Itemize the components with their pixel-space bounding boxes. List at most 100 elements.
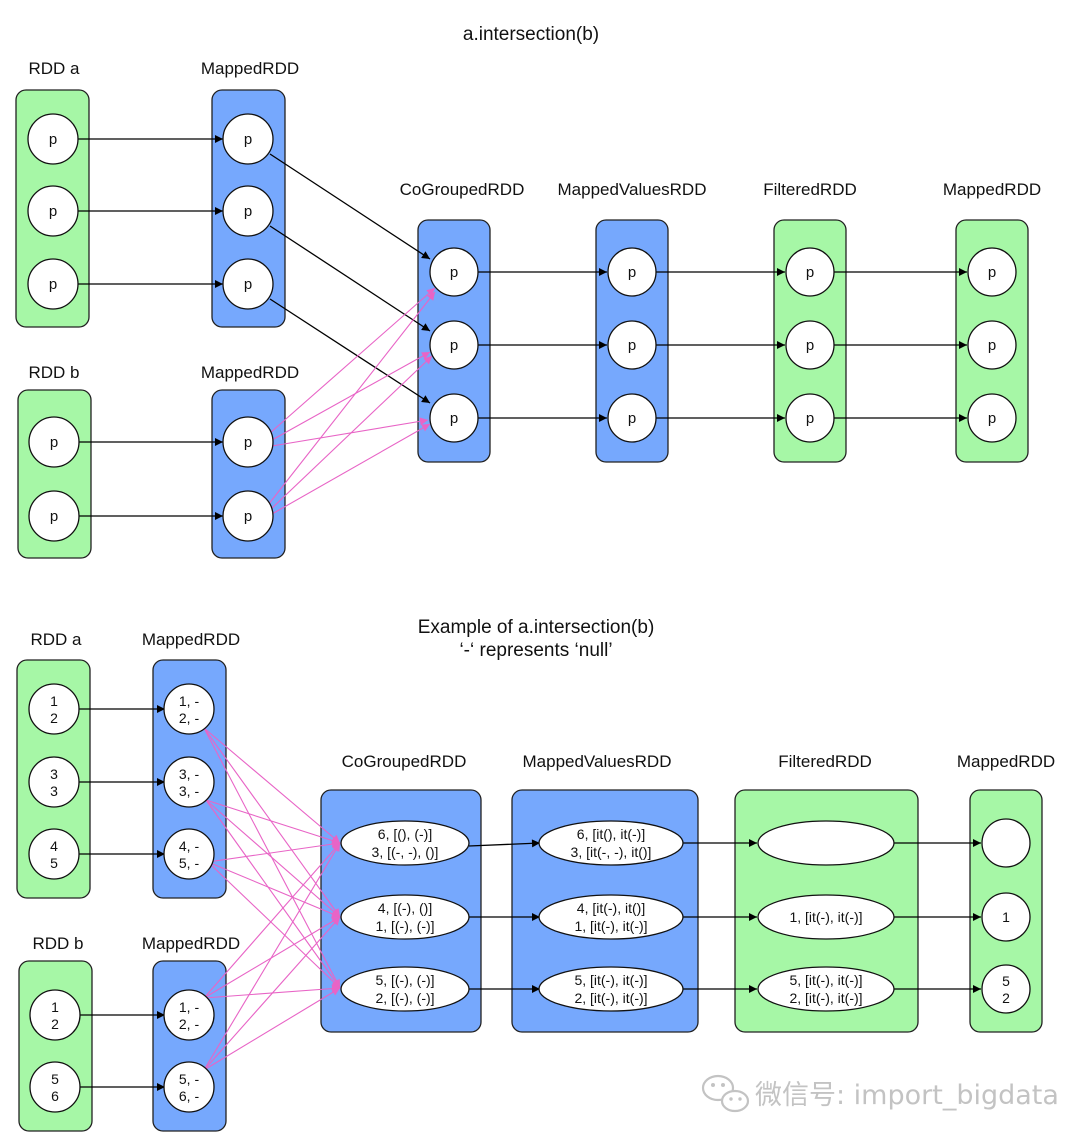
partition-value: 1, [it(-), it(-)] [574, 918, 647, 934]
partition-label: p [628, 264, 636, 281]
partition-value: 1, - [179, 999, 200, 1015]
wechat-icon [701, 1074, 750, 1113]
partition-value: 5, [it(-), it(-)] [789, 972, 862, 988]
partition-value: 5, [(-), (-)] [375, 972, 434, 988]
watermark-text: 微信号: import_bigdata [755, 1080, 1059, 1111]
partition-label: p [244, 131, 252, 148]
bottom-label-rdd-b: RDD b [32, 934, 83, 953]
partition-node [27, 185, 79, 237]
bottom-title-line1: Example of a.intersection(b) [418, 617, 655, 638]
partition-value: 3, [(-, -), ()] [372, 844, 439, 860]
partition-node [29, 1061, 81, 1113]
partition-value: 3 [50, 766, 58, 782]
partition-node [28, 416, 80, 468]
partition-node [27, 113, 79, 165]
partition-label: p [244, 434, 252, 451]
bottom-title-line2: ‘-‘ represents ‘null’ [459, 640, 612, 661]
partition-value: 2, [it(-), it(-)] [574, 990, 647, 1006]
partition-value: 6, [it(), it(-)] [577, 826, 645, 842]
partition-label: p [49, 203, 57, 220]
bottom-label-mapped-a: MappedRDD [142, 630, 240, 649]
top-label-rdd-b: RDD b [28, 363, 79, 382]
partition-label: p [49, 131, 57, 148]
bottom-label-cogrouped: CoGroupedRDD [342, 752, 467, 771]
partition-node [163, 756, 215, 808]
bottom-edges [78, 705, 981, 1091]
top-label-mapped-b: MappedRDD [201, 363, 299, 382]
partition-value: 2 [51, 1016, 59, 1032]
partition-node [757, 966, 895, 1012]
partition-value: 2 [50, 710, 58, 726]
partition-label: p [988, 410, 996, 427]
partition-value: 4 [50, 838, 58, 854]
partition-node [429, 247, 479, 297]
partition-node [29, 989, 81, 1041]
partition-value: 6 [51, 1088, 59, 1104]
bottom-label-mappedvalues: MappedValuesRDD [523, 752, 672, 771]
partition-value: 2, [it(-), it(-)] [789, 990, 862, 1006]
partition-value: 1, - [179, 693, 200, 709]
partition-value: 5 [51, 1071, 59, 1087]
partition-node [785, 393, 835, 443]
partition-label: p [628, 337, 636, 354]
partition-value: 6, - [179, 1088, 200, 1104]
partition-node [607, 393, 657, 443]
partition-label: p [806, 337, 814, 354]
partition-label: p [806, 264, 814, 281]
partition-label: p [49, 276, 57, 293]
partition-node [340, 820, 470, 866]
partition-value: 3, - [179, 783, 200, 799]
partition-label: p [244, 203, 252, 220]
partition-label: p [50, 434, 58, 451]
partition-node [28, 490, 80, 542]
partition-value: 1, [it(-), it(-)] [789, 909, 862, 925]
partition-node-empty [981, 818, 1031, 868]
partition-value: 3, [it(-, -), it()] [571, 844, 652, 860]
partition-value: 3 [50, 783, 58, 799]
top-partitions: p p p p p p p p p p p p p p p p p p [27, 113, 1017, 542]
partition-label: p [450, 337, 458, 354]
partition-value: 1 [1002, 909, 1010, 925]
top-label-rdd-a: RDD a [28, 59, 80, 78]
top-label-filtered: FilteredRDD [763, 180, 857, 199]
partition-value: 2 [1002, 990, 1010, 1006]
partition-value: 1, [(-), (-)] [375, 918, 434, 934]
partition-value: 1 [50, 693, 58, 709]
partition-node [967, 247, 1017, 297]
partition-value: 1 [51, 999, 59, 1015]
partition-label: p [244, 276, 252, 293]
partition-node [429, 393, 479, 443]
partition-node [222, 490, 274, 542]
partition-label: p [806, 410, 814, 427]
partition-value: 2, - [179, 710, 200, 726]
partition-node [27, 258, 79, 310]
partition-node [28, 683, 80, 735]
bottom-partitions: 1 2 3 3 4 5 1, - 2, - 3, - 3, - 4, - 5, … [28, 683, 1031, 1113]
partition-node [981, 964, 1031, 1014]
bottom-label-filtered: FilteredRDD [778, 752, 872, 771]
partition-node [340, 894, 470, 940]
partition-node [28, 756, 80, 808]
partition-node [981, 892, 1031, 942]
partition-value: 5, - [179, 855, 200, 871]
partition-value: 4, - [179, 838, 200, 854]
partition-node [785, 247, 835, 297]
top-edges [78, 135, 967, 520]
partition-node [967, 320, 1017, 370]
partition-node [429, 320, 479, 370]
partition-node [222, 185, 274, 237]
partition-value: 5 [1002, 973, 1010, 989]
partition-node-empty [757, 820, 895, 866]
partition-label: p [628, 410, 636, 427]
top-label-mapped-a: MappedRDD [201, 59, 299, 78]
partition-node [222, 416, 274, 468]
partition-node [222, 258, 274, 310]
partition-label: p [244, 508, 252, 525]
partition-value: 3, - [179, 766, 200, 782]
partition-label: p [450, 410, 458, 427]
watermark: 微信号: import_bigdata [701, 1074, 1059, 1113]
partition-node [607, 320, 657, 370]
partition-node [538, 966, 684, 1012]
partition-node [163, 1061, 215, 1113]
partition-node [538, 894, 684, 940]
